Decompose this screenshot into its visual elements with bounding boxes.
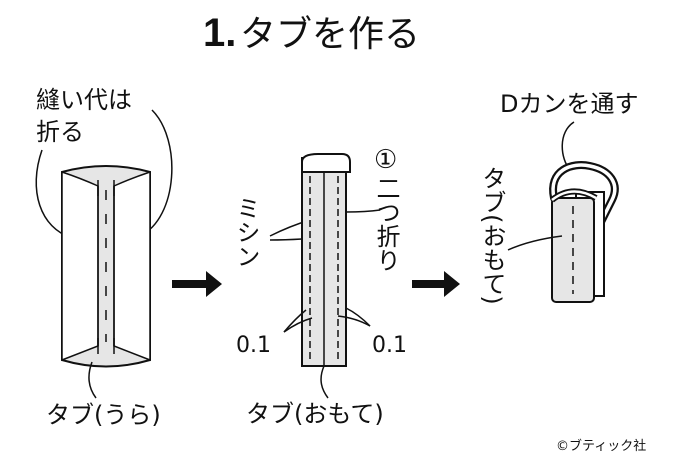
dring-label: Dカンを通す [500,90,638,118]
title: 1. タブを作る [203,11,420,55]
stitch-label: ミシン [232,196,260,268]
step2-bottom-label: タブ(おもて) [246,400,384,428]
fold-in-half-label: 二つ折り [372,176,400,272]
arrow-right-icon [412,271,460,297]
tab-leader-step3 [507,235,563,251]
margin-right-value: 0.1 [372,333,407,358]
d-ring-front-inner [551,190,597,201]
fold-leader-right [139,109,173,237]
margin-leader-left-2 [283,317,313,333]
step1-tab-wrong-side: 縫い代は 折る タブ(うら) [35,86,173,429]
step3-dring: Dカンを通す タブ(おもて) [478,90,638,305]
fold-label-line2: 折る [36,118,84,146]
folded-allowance-left [61,170,99,362]
arrow-1 [172,271,222,297]
title-text: タブを作る [240,14,420,55]
fold-leader [345,209,381,213]
bottom-leader-step2 [320,365,329,399]
tab-folded-top-flap [301,153,351,173]
arrow-right-icon [172,271,222,297]
bottom-leader-step1 [88,361,97,399]
step1-bottom-label: タブ(うら) [46,401,161,429]
fold-mark-circled: ① [374,145,397,175]
d-ring-inner [551,163,617,226]
step3-tab-label: タブ(おもて) [478,166,506,305]
arrow-2 [412,271,460,297]
margin-leader-right-2 [337,315,371,327]
title-number: 1. [203,11,236,55]
folded-allowance-right [113,170,151,362]
fold-label-line1: 縫い代は [36,86,132,114]
copyright: ©ブティック社 [556,438,646,454]
margin-left-value: 0.1 [236,333,271,358]
step2-tab-folded: ① 二つ折り ミシン 0.1 0.1 タブ(おもて) [232,145,407,428]
